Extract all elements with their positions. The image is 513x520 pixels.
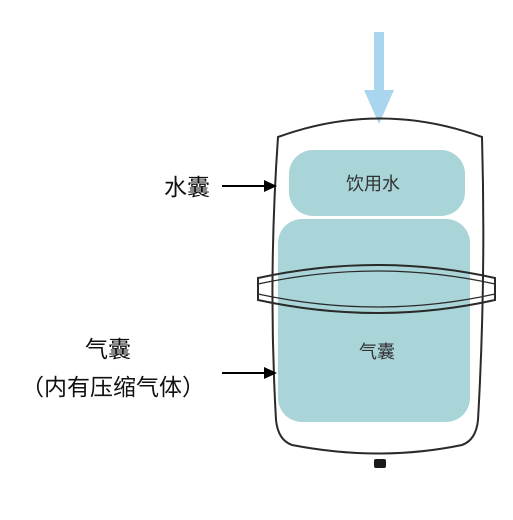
water-bladder-label: 水囊 [164, 175, 210, 201]
water-inflow-arrow-icon [364, 32, 394, 124]
air-bladder-note-label: （内有压缩气体） [21, 375, 205, 401]
tank-bottom-fitting [374, 459, 386, 468]
tank-band [257, 264, 496, 314]
air-bladder [278, 219, 470, 422]
water-bladder [289, 150, 465, 216]
air-bladder-label: 气囊 [85, 337, 131, 363]
air-bladder-pointer-right-arrow-icon [222, 367, 277, 379]
drinking-water-label: 饮用水 [346, 174, 400, 195]
water-bladder-pointer-right-arrow-icon [222, 180, 277, 192]
air-bladder-inner-label: 气囊 [359, 342, 395, 363]
